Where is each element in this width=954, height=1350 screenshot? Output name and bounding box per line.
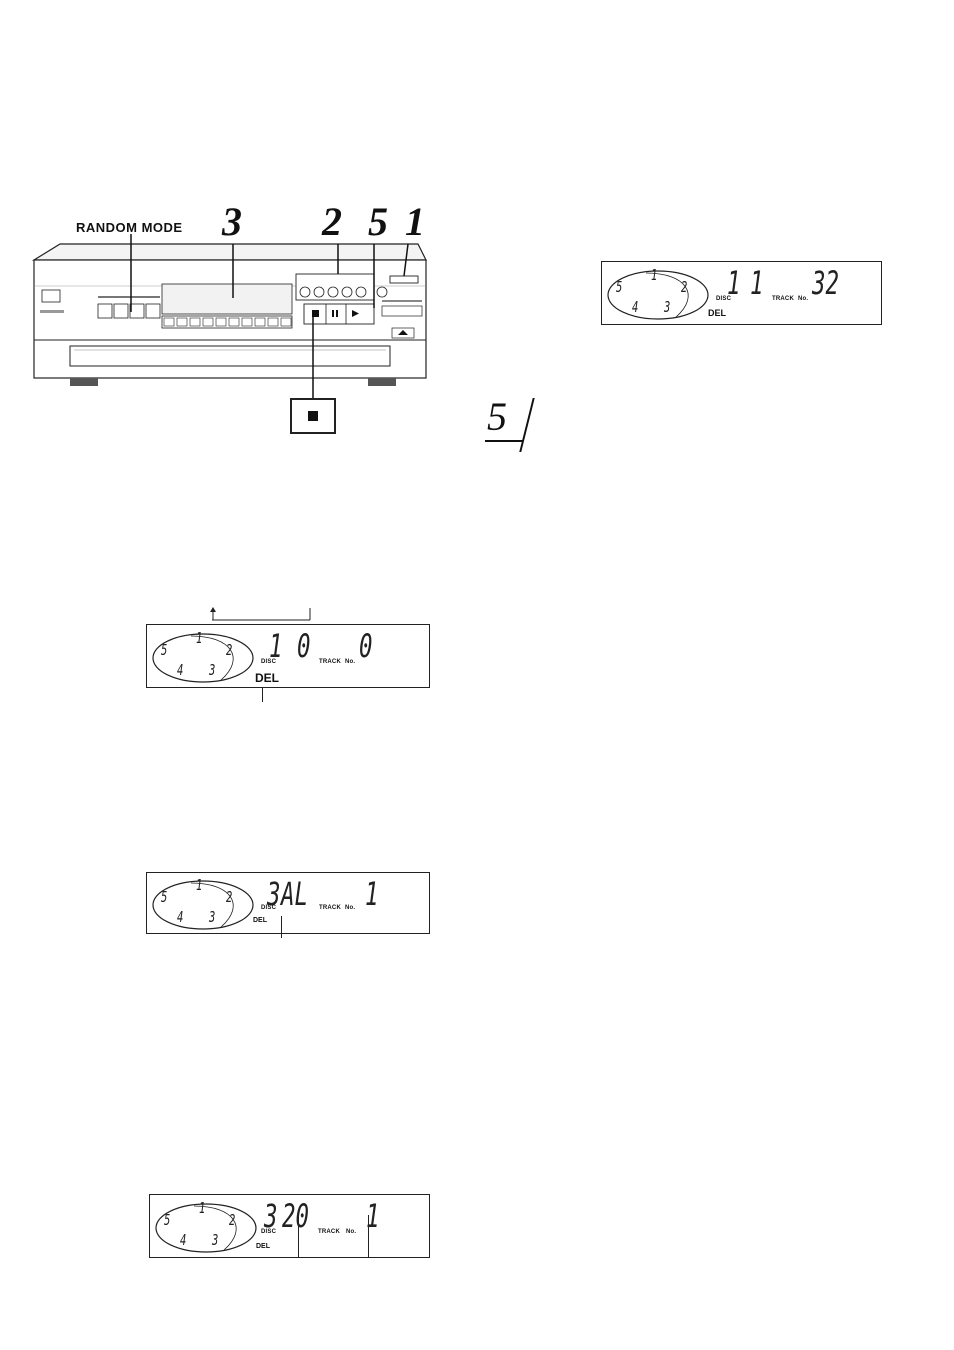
del-label: DEL bbox=[253, 917, 267, 924]
callout-2: 2 bbox=[322, 202, 342, 242]
track-label: TRACK bbox=[318, 1229, 340, 1235]
del-label: DEL bbox=[708, 308, 726, 318]
seg-no-value: 0 bbox=[359, 627, 372, 665]
track-label: TRACK bbox=[319, 659, 341, 665]
disc-icon-3: 3 bbox=[664, 298, 670, 316]
lcd-display-2: 1 2 3 4 5 3 DISC AL TRACK No. 1 DEL bbox=[146, 872, 430, 934]
seg-track-value: AL bbox=[281, 875, 308, 913]
display-1-bracket bbox=[210, 606, 312, 622]
disc-ring-icon bbox=[154, 1198, 266, 1254]
no-label: No. bbox=[346, 1229, 356, 1235]
disc-icon-3: 3 bbox=[209, 661, 215, 679]
seg-no-value: 1 bbox=[365, 875, 378, 913]
track-label: TRACK bbox=[772, 296, 794, 302]
disc-icon-5: 5 bbox=[616, 278, 622, 296]
disc-icon-2: 2 bbox=[229, 1211, 235, 1229]
disc-icon-4: 4 bbox=[632, 298, 638, 316]
disc-label: DISC bbox=[261, 1229, 276, 1235]
stop-square-icon bbox=[308, 411, 318, 421]
disc-icon-4: 4 bbox=[177, 661, 183, 679]
step-5-number: 5 bbox=[487, 395, 507, 439]
disc-label: DISC bbox=[716, 296, 731, 302]
seg-track-value: 20 bbox=[282, 1197, 309, 1235]
lcd-display-1: 1 2 3 4 5 1 DISC 0 TRACK No. 0 DEL bbox=[146, 624, 430, 688]
seg-track-value: 1 bbox=[750, 264, 763, 302]
disc-icon-5: 5 bbox=[164, 1211, 170, 1229]
divider-line bbox=[368, 1215, 369, 1257]
del-pointer-line bbox=[262, 688, 263, 702]
disc-icon-4: 4 bbox=[177, 908, 183, 926]
track-label: TRACK bbox=[319, 905, 341, 911]
no-label: No. bbox=[345, 659, 355, 665]
lcd-display-3: 1 2 3 4 5 3 DISC 20 TRACK No. 1 DEL bbox=[149, 1194, 430, 1258]
disc-icon-2: 2 bbox=[681, 278, 687, 296]
disc-icon-5: 5 bbox=[161, 888, 167, 906]
callout-1: 1 bbox=[405, 202, 425, 242]
disc-icon-1: 1 bbox=[196, 876, 202, 894]
disc-icon-3: 3 bbox=[212, 1231, 218, 1249]
stop-button-callout bbox=[290, 398, 336, 434]
disc-pointer-line bbox=[281, 916, 282, 938]
disc-icon-4: 4 bbox=[180, 1231, 186, 1249]
seg-no-value: 32 bbox=[812, 264, 839, 302]
callout-3: 3 bbox=[222, 202, 242, 242]
disc-ring-icon bbox=[606, 265, 718, 321]
step-5-slash bbox=[519, 398, 534, 452]
disc-icon-1: 1 bbox=[196, 629, 202, 647]
no-label: No. bbox=[798, 296, 808, 302]
disc-icon-5: 5 bbox=[161, 641, 167, 659]
disc-icon-2: 2 bbox=[226, 888, 232, 906]
seg-track-value: 0 bbox=[297, 627, 310, 665]
disc-ring-icon bbox=[151, 875, 263, 931]
disc-icon-3: 3 bbox=[209, 908, 215, 926]
disc-icon-2: 2 bbox=[226, 641, 232, 659]
no-label: No. bbox=[345, 905, 355, 911]
random-mode-label: RANDOM MODE bbox=[76, 220, 183, 235]
disc-label: DISC bbox=[261, 905, 276, 911]
callout-5: 5 bbox=[368, 202, 388, 242]
lcd-display-right: 1 2 3 4 5 1 DISC 1 TRACK No. 32 DEL bbox=[601, 261, 882, 325]
del-label: DEL bbox=[256, 1243, 270, 1250]
disc-icon-1: 1 bbox=[199, 1199, 205, 1217]
divider-line bbox=[298, 1215, 299, 1257]
disc-icon-1: 1 bbox=[651, 266, 657, 284]
step-5-underline bbox=[485, 440, 523, 442]
disc-label: DISC bbox=[261, 659, 276, 665]
disc-ring-icon bbox=[151, 628, 263, 684]
del-label: DEL bbox=[255, 671, 279, 685]
